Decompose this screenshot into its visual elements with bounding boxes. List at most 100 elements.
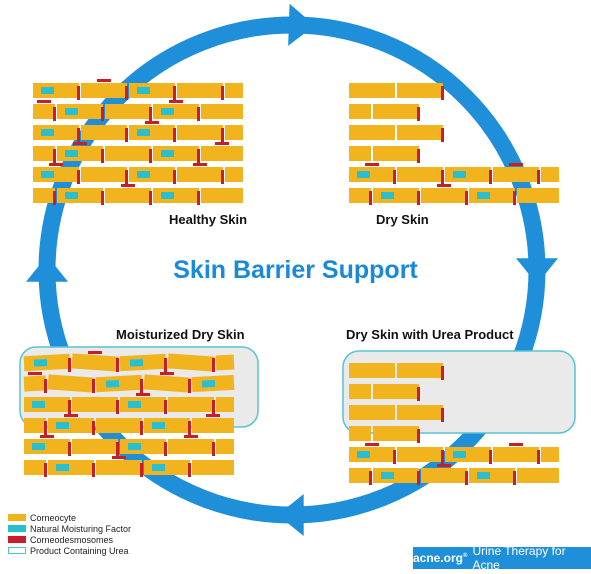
natural-moisturizing-factor [453, 171, 466, 178]
corneodesmosome [44, 421, 47, 435]
corneocyte-brick [397, 447, 443, 462]
corneodesmosome [441, 128, 444, 142]
corneocyte-brick [421, 188, 467, 203]
corneocyte [57, 104, 103, 119]
corneodesmosome [149, 149, 152, 163]
corneodesmosome [188, 463, 191, 477]
corneocyte [216, 439, 234, 454]
corneocyte-brick [225, 83, 243, 98]
corneodesmosome [465, 191, 468, 205]
corneocyte [201, 146, 243, 161]
corneocyte-brick [397, 83, 443, 98]
corneocyte [129, 83, 175, 98]
corneocyte [201, 188, 243, 203]
corneodesmosome [212, 358, 215, 372]
corneocyte-brick [349, 167, 395, 182]
corneodesmosome [145, 121, 159, 124]
corneocyte-brick [201, 104, 243, 119]
corneodesmosome [193, 163, 207, 166]
corneocyte [445, 447, 491, 462]
corneocyte [192, 418, 234, 433]
natural-moisturizing-factor [357, 171, 370, 178]
corneodesmosome [49, 163, 63, 166]
footer-banner[interactable]: acne.org® Urine Therapy for Acne [413, 544, 591, 572]
corneocyte-brick [349, 363, 395, 378]
corneodesmosome [68, 358, 71, 372]
corneocyte [397, 125, 443, 140]
corneocyte [349, 426, 371, 441]
footer-tagline: Urine Therapy for Acne [472, 544, 566, 572]
corneodesmosome [173, 86, 176, 100]
natural-moisturizing-factor [357, 451, 370, 458]
corneocyte-brick [192, 460, 234, 475]
corneodesmosome [140, 379, 143, 393]
corneodesmosome [212, 442, 215, 456]
corneocyte-brick [71, 353, 119, 372]
corneodesmosome [92, 421, 95, 435]
corneocyte-brick [72, 439, 118, 454]
corneocyte-brick [33, 104, 55, 119]
corneodesmosome [221, 128, 224, 142]
natural-moisturizing-factor [33, 359, 48, 367]
legend-item-corneocyte: Corneocyte [8, 512, 131, 523]
corneocyte [24, 460, 46, 475]
corneodesmosome [441, 450, 444, 464]
corneocyte-brick [201, 146, 243, 161]
corneocyte [517, 468, 559, 483]
corneocyte [349, 447, 395, 462]
corneocyte [105, 188, 151, 203]
corneocyte-brick [373, 426, 419, 441]
corneocyte [349, 104, 371, 119]
corneodesmosome [417, 387, 420, 401]
legend-item-urea-product: Product Containing Urea [8, 545, 131, 556]
corneodesmosome [417, 471, 420, 485]
corneocyte-brick [493, 167, 539, 182]
corneocyte-brick [81, 83, 127, 98]
corneocyte [517, 188, 559, 203]
corneodesmosome [369, 471, 372, 485]
corneodesmosome [537, 170, 540, 184]
corneocyte-brick [421, 468, 467, 483]
corneocyte [541, 447, 559, 462]
natural-moisturizing-factor [128, 443, 141, 450]
corneocyte-brick [144, 418, 190, 433]
natural-moisturizing-factor [152, 422, 165, 429]
corneocyte-brick [469, 468, 515, 483]
corneodesmosome [160, 372, 174, 375]
arrowhead-icon [516, 258, 558, 285]
corneodesmosome [77, 86, 80, 100]
corneocyte-brick [105, 104, 151, 119]
corneodesmosome [221, 170, 224, 184]
corneocyte [33, 167, 79, 182]
corneodesmosome [437, 184, 451, 187]
corneodesmosome [116, 442, 119, 456]
corneocyte [105, 146, 151, 161]
natural-moisturizing-factor [105, 380, 120, 388]
corneocyte [72, 439, 118, 454]
corneodesmosome [101, 191, 104, 205]
corneocyte-brick [24, 418, 46, 433]
corneocyte [105, 104, 151, 119]
corneodesmosome [215, 142, 229, 145]
corneocyte-brick [349, 104, 371, 119]
corneocyte-brick [72, 397, 118, 412]
natural-moisturizing-factor [381, 472, 394, 479]
corneodesmosome [53, 191, 56, 205]
corneodesmosome [140, 421, 143, 435]
corneocyte [57, 146, 103, 161]
corneocyte [421, 468, 467, 483]
corneodesmosome [125, 128, 128, 142]
corneocyte-brick [33, 167, 79, 182]
corneocyte-brick [349, 83, 395, 98]
corneocyte [397, 83, 443, 98]
corneocyte-brick [81, 125, 127, 140]
corneocyte [192, 460, 234, 475]
natural-moisturizing-factor [41, 171, 54, 178]
corneodesmosome [206, 414, 220, 417]
corneocyte [153, 146, 199, 161]
corneocyte-brick [177, 167, 223, 182]
corneocyte [144, 460, 190, 475]
corneodesmosome [417, 191, 420, 205]
corneodesmosome [97, 79, 111, 82]
legend-item-nmf: Natural Moisturing Factor [8, 523, 131, 534]
